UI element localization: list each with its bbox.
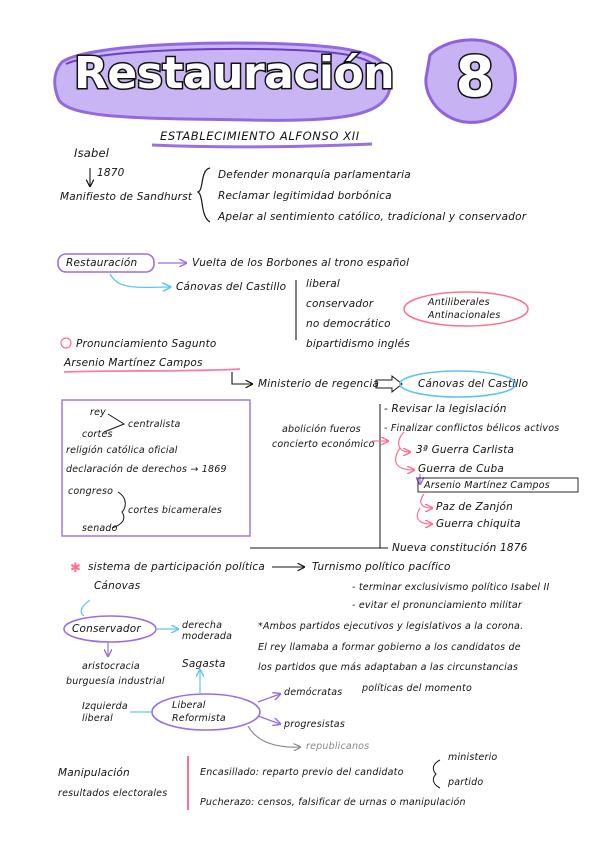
progresistas-label: progresistas bbox=[284, 719, 345, 730]
democratas-label: demócratas bbox=[284, 687, 343, 698]
vuelta-borbones: Vuelta de los Borbones al trono español bbox=[192, 257, 410, 269]
page-title: Restauración bbox=[72, 48, 396, 99]
centralista-label: centralista bbox=[128, 419, 181, 430]
arsenio-martinez-campos: Arsenio Martínez Campos bbox=[64, 357, 203, 369]
conservador-label: Conservador bbox=[72, 623, 141, 635]
guerra-chiquita: Guerra chiquita bbox=[436, 518, 521, 530]
terminar-exclusivismo: - terminar exclusivismo político Isabel … bbox=[352, 582, 550, 593]
senado-label: senado bbox=[82, 523, 118, 534]
manifesto-label: Manifiesto de Sandhurst bbox=[60, 191, 193, 203]
religion-oficial: religión católica oficial bbox=[66, 445, 178, 456]
liberal-label: Liberal bbox=[172, 700, 206, 711]
sagasta-label: Sagasta bbox=[182, 658, 226, 670]
liberal-small-label: liberal bbox=[82, 713, 113, 724]
trait-conservador: conservador bbox=[306, 298, 374, 310]
encasillado-label: Encasillado: reparto previo del candidat… bbox=[200, 767, 404, 778]
ministerio-label: ministerio bbox=[448, 752, 498, 763]
trait-liberal: liberal bbox=[306, 278, 341, 290]
trait-bipartidismo: bipartidismo inglés bbox=[306, 338, 410, 350]
anti-liberales: Antiliberales bbox=[428, 297, 490, 308]
sistema-participacion: sistema de participación política bbox=[88, 561, 266, 573]
canovas-short: Cánovas bbox=[94, 580, 141, 592]
guerra-carlista: 3ª Guerra Carlista bbox=[416, 444, 515, 456]
cortes-label: cortes bbox=[82, 429, 113, 440]
declaracion-derechos: declaración de derechos → 1869 bbox=[66, 464, 227, 475]
moderada-label: moderada bbox=[182, 631, 233, 642]
derecha-label: derecha bbox=[182, 620, 223, 631]
ministerio-regencia: Ministerio de regencia bbox=[258, 378, 380, 390]
revisar-legislacion: - Revisar la legislación bbox=[384, 403, 507, 415]
anti-nacionales: Antinacionales bbox=[428, 310, 501, 321]
reformista-label: Reformista bbox=[172, 713, 226, 724]
restauracion-label: Restauración bbox=[66, 257, 138, 269]
nueva-constitucion: Nueva constitución 1876 bbox=[392, 542, 528, 554]
republicanos-label: republicanos bbox=[306, 741, 370, 752]
trait-no-democratico: no democrático bbox=[306, 318, 391, 330]
manifesto-point-2: Reclamar legitimidad borbónica bbox=[218, 190, 392, 202]
turnismo-politico: Turnismo político pacífico bbox=[312, 561, 451, 573]
finalizar-conflictos: - Finalizar conflictos bélicos activos bbox=[384, 423, 560, 434]
isabel-label: Isabel bbox=[74, 146, 110, 160]
congreso-label: congreso bbox=[68, 486, 114, 497]
evitar-pronunciamiento: - evitar el pronunciamiento militar bbox=[352, 600, 522, 611]
svg-text:✱: ✱ bbox=[70, 561, 81, 576]
burguesia-label: burguesía industrial bbox=[66, 676, 165, 687]
arsenio-box-label: Arsenio Martínez Campos bbox=[424, 480, 550, 491]
manifesto-point-3: Apelar al sentimiento católico, tradicio… bbox=[218, 211, 527, 223]
resultados-electorales: resultados electorales bbox=[58, 788, 168, 799]
alternancia-line-2: El rey llamaba a formar gobierno a los c… bbox=[258, 642, 521, 653]
partido-label: partido bbox=[448, 777, 484, 788]
rey-label: rey bbox=[90, 407, 106, 418]
alternancia-line-3: los partidos que más adaptaban a las cir… bbox=[258, 662, 519, 673]
aristocracia-label: aristocracia bbox=[82, 661, 140, 672]
manipulacion-label: Manipulación bbox=[58, 767, 130, 779]
manifesto-point-1: Defender monarquía parlamentaria bbox=[218, 169, 411, 181]
alternancia-line-1: *Ambos partidos ejecutivos y legislativo… bbox=[258, 621, 524, 632]
guerra-cuba: Guerra de Cuba bbox=[418, 463, 505, 475]
alternancia-line-4: políticas del momento bbox=[362, 683, 472, 694]
cortes-bicamerales: cortes bicamerales bbox=[128, 505, 223, 516]
pucherazo-label: Pucherazo: censos, falsificar de urnas o… bbox=[200, 797, 466, 808]
year-1870: 1870 bbox=[97, 167, 125, 179]
canovas-castillo: Cánovas del Castillo bbox=[176, 281, 287, 293]
chapter-number: 8 bbox=[454, 45, 496, 110]
canovas-castillo-2: Cánovas del Castillo bbox=[418, 378, 529, 390]
pronunciamiento-sagunto: Pronunciamiento Sagunto bbox=[76, 338, 217, 350]
izquierda-label: Izquierda bbox=[82, 701, 128, 712]
concierto-economico: concierto económico bbox=[272, 439, 375, 450]
abolicion-fueros: abolición fueros bbox=[282, 424, 361, 435]
paz-zanjon: Paz de Zanjón bbox=[436, 501, 513, 513]
subtitle: ESTABLECIMIENTO ALFONSO XII bbox=[160, 129, 360, 143]
